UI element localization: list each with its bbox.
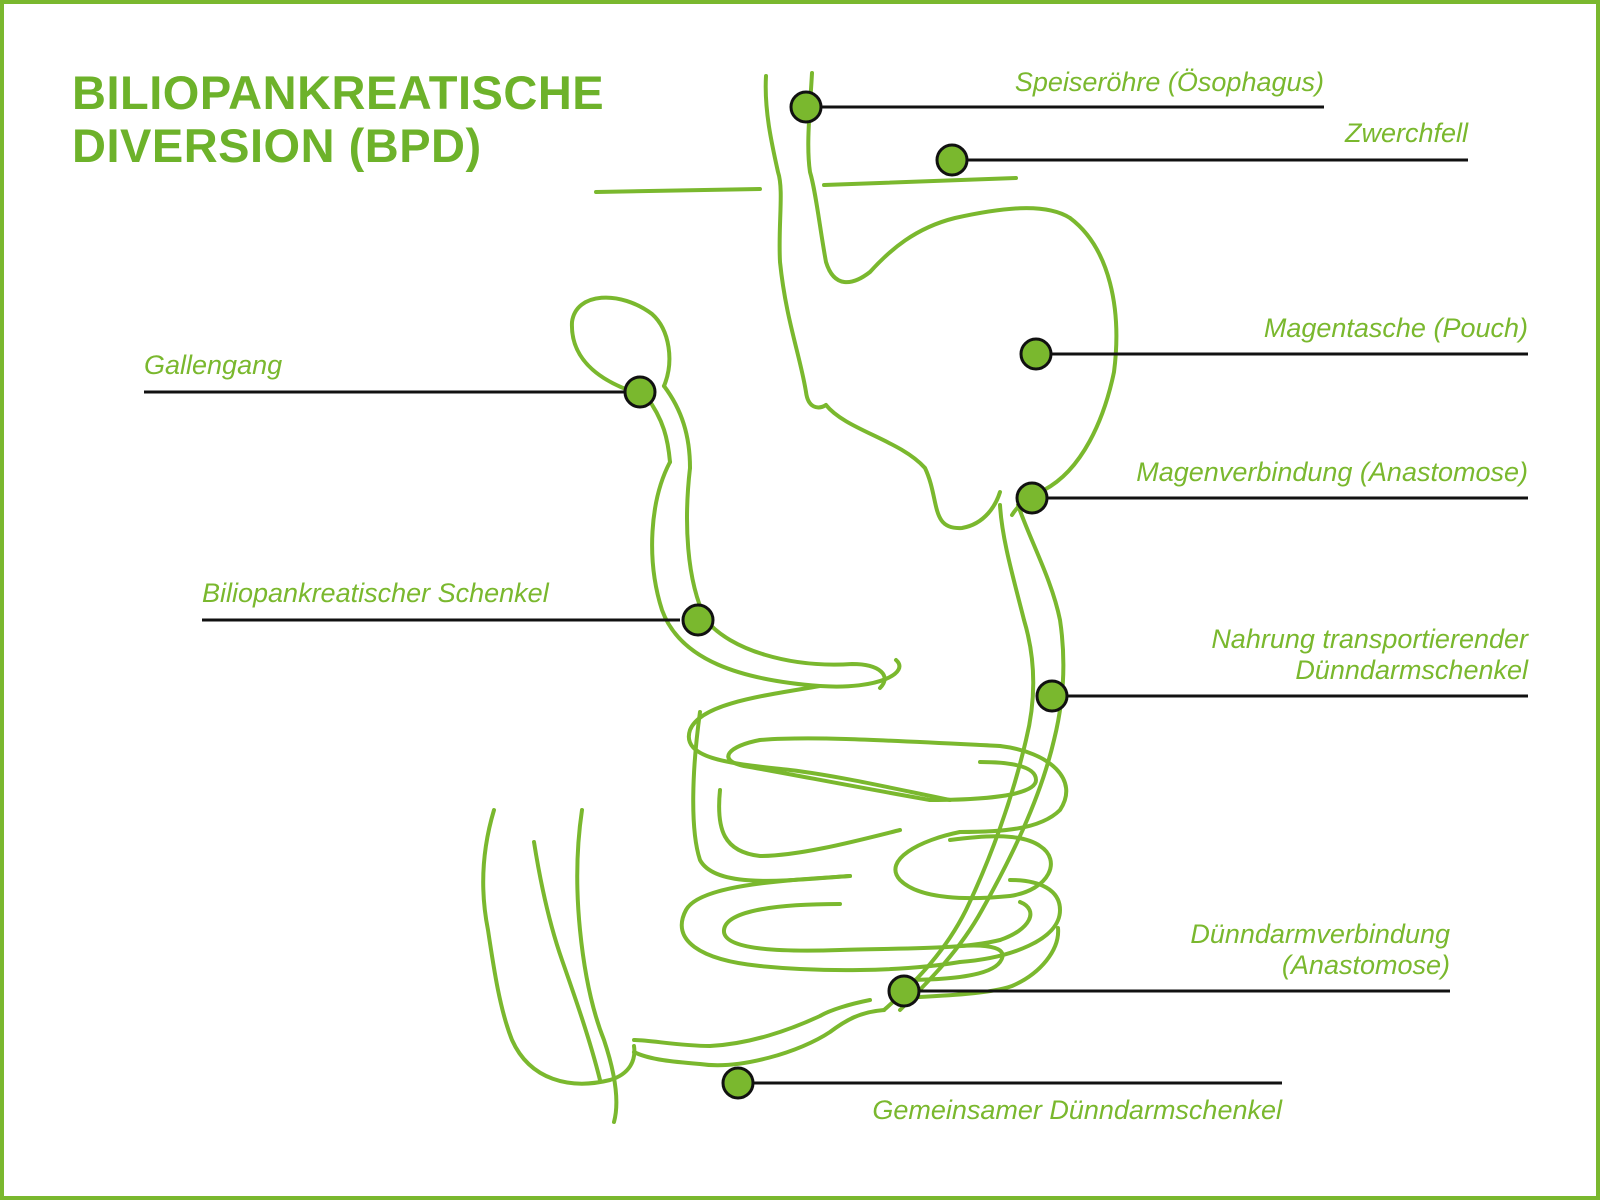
label-gemeinsamer: Gemeinsamer Dünndarmschenkel <box>872 1095 1282 1125</box>
intestine-loop <box>686 684 952 802</box>
marker-nahrung <box>1035 679 1069 713</box>
leader-lines <box>144 105 1528 1085</box>
title-line-2: DIVERSION (BPD) <box>72 119 482 172</box>
common-channel <box>632 998 872 1048</box>
marker-magenverbindung <box>1015 481 1049 515</box>
intestine-loop <box>726 738 932 802</box>
label-schenkel: Biliopankreatischer Schenkel <box>202 578 549 608</box>
bile-duct-outline <box>644 394 672 464</box>
label-duenndarm: Dünndarmverbindung (Anastomose) <box>1190 919 1450 981</box>
esophagus-outline <box>763 74 828 410</box>
label-duenndarm-line-1: Dünndarmverbindung <box>1190 919 1450 949</box>
marker-gallengang <box>623 375 657 409</box>
alimentary-limb <box>882 503 1036 1012</box>
biliopancreatic-limb <box>650 460 902 689</box>
marker-schenkel <box>681 603 715 637</box>
title-line-1: BILIOPANKREATISCHE <box>72 66 605 119</box>
label-magenverbindung: Magenverbindung (Anastomose) <box>1136 457 1528 487</box>
intestine-loop <box>898 926 1061 1000</box>
markers <box>623 90 1069 1100</box>
intestine-loop <box>679 874 962 973</box>
esophagus-outline <box>806 71 1072 285</box>
diagram-title: BILIOPANKREATISCHE DIVERSION (BPD) <box>72 66 604 172</box>
marker-gemeinsamer <box>721 1066 755 1100</box>
intestine-loop <box>758 736 1002 748</box>
label-speiseroehre: Speiseröhre (Ösophagus) <box>1014 67 1324 97</box>
label-nahrung: Nahrung transportierender Dünndarmschenk… <box>1211 624 1528 686</box>
label-nahrung-line-1: Nahrung transportierender <box>1211 624 1528 654</box>
alimentary-limb <box>898 503 1066 1012</box>
gallbladder-outline <box>569 295 672 398</box>
diaphragm-line <box>822 176 1018 187</box>
stomach-pouch-outline <box>824 403 1002 531</box>
colon-outline <box>532 840 602 1082</box>
marker-magentasche <box>1019 337 1053 371</box>
colon-outline <box>575 808 619 1124</box>
label-zwerchfell: Zwerchfell <box>1344 118 1468 148</box>
intestine-loop <box>958 878 1062 964</box>
label-nahrung-line-2: Dünndarmschenkel <box>1295 655 1528 685</box>
diaphragm-line <box>594 187 762 194</box>
biliopancreatic-limb <box>685 466 887 690</box>
intestine-loop <box>998 900 1033 942</box>
marker-zwerchfell <box>935 143 969 177</box>
anatomy-outline <box>481 71 1119 1124</box>
marker-duenndarm <box>887 974 921 1008</box>
intestine-loop <box>948 834 1053 898</box>
intestine-loop <box>898 943 1005 982</box>
label-duenndarm-line-2: (Anastomose) <box>1281 950 1450 980</box>
marker-speiseroehre <box>789 90 823 124</box>
label-magentasche: Magentasche (Pouch) <box>1263 313 1528 343</box>
label-gallengang: Gallengang <box>144 350 283 380</box>
intestine-loop <box>717 788 902 858</box>
bile-duct-outline <box>662 384 692 470</box>
intestine-loop <box>928 760 1038 802</box>
intestine-loop <box>722 902 1002 953</box>
common-channel <box>632 1008 886 1068</box>
